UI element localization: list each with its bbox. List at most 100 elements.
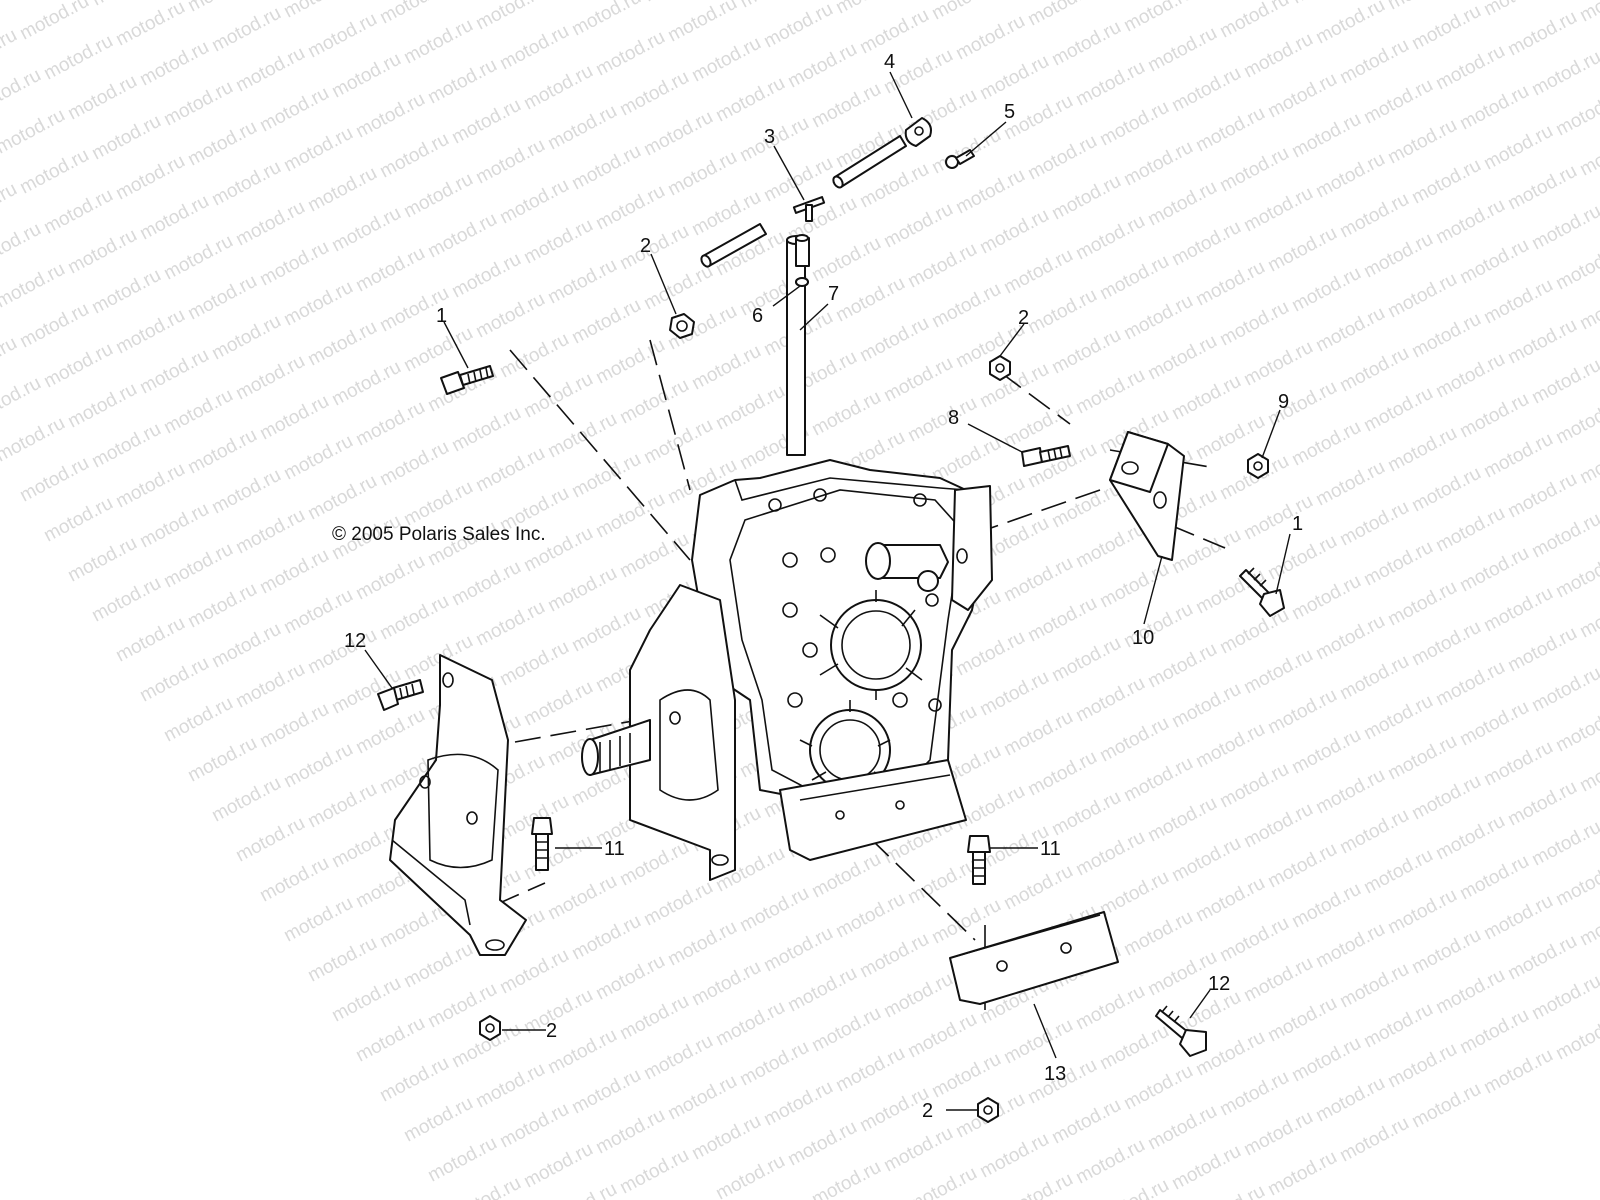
watermark-text: motod.ru [1192, 1181, 1268, 1200]
callout-2-bottom: 2 [922, 1100, 933, 1122]
watermark-text: motod.ru [1576, 589, 1600, 643]
watermark-text: motod.ru [1072, 211, 1148, 265]
watermark-text: motod.ru [1384, 885, 1460, 939]
watermark-text: motod.ru [112, 305, 188, 359]
watermark-text: motod.ru [1144, 177, 1220, 231]
watermark-text: motod.ru [496, 175, 572, 229]
watermark-text: motod.ru [1552, 549, 1600, 603]
watermark-text: motod.ru [1504, 315, 1580, 369]
watermark-text: motod.ru [64, 225, 140, 279]
watermark-text: motod.ru [16, 145, 92, 199]
bolt-part-11-left [531, 817, 553, 871]
clip-part-4 [904, 117, 932, 147]
watermark-text: motod.ru [88, 111, 164, 165]
left-mount-bracket [389, 654, 527, 956]
watermark-text: motod.ru [64, 533, 140, 587]
watermark-text: motod.ru [1168, 525, 1244, 579]
watermark-text: motod.ru [976, 1129, 1052, 1183]
watermark-text: motod.ru [1480, 583, 1556, 637]
shaft-part-7 [786, 235, 806, 456]
watermark-text: motod.ru [1216, 605, 1292, 659]
copyright-notice: © 2005 Polaris Sales Inc. [332, 524, 546, 545]
watermark-text: motod.ru [1216, 759, 1292, 813]
watermark-text: motod.ru [1264, 69, 1340, 123]
watermark-text: motod.ru [952, 11, 1028, 65]
watermark-text: motod.ru [40, 185, 116, 239]
watermark-text: motod.ru [1432, 503, 1508, 557]
watermark-text: motod.ru [1240, 337, 1316, 391]
watermark-text: motod.ru [1312, 0, 1388, 48]
watermark-text: motod.ru [1480, 737, 1556, 791]
watermark-text: motod.ru [1336, 959, 1412, 1013]
watermark-text: motod.ru [1456, 697, 1532, 751]
watermark-text: motod.ru [400, 323, 476, 377]
watermark-text: motod.ru [1528, 201, 1600, 255]
watermark-text: motod.ru [232, 813, 308, 867]
gearcase-lower-tray [779, 759, 967, 861]
watermark-text: motod.ru [928, 1049, 1004, 1103]
watermark-text: motod.ru [184, 117, 260, 171]
watermark-text: motod.ru [1144, 793, 1220, 847]
watermark-text: motod.ru [976, 359, 1052, 413]
watermark-text: motod.ru [1264, 839, 1340, 893]
watermark-text: motod.ru [880, 969, 956, 1023]
watermark-text: motod.ru [280, 123, 356, 177]
watermark-text: motod.ru [904, 1163, 980, 1200]
watermark-text: motod.ru [520, 369, 596, 423]
watermark-text: motod.ru [1408, 925, 1484, 979]
watermark-text: motod.ru [904, 393, 980, 447]
watermark-text: motod.ru [136, 653, 212, 707]
gearcase-front-bracket [581, 584, 736, 881]
watermark-text: motod.ru [136, 37, 212, 91]
watermark-text: motod.ru [664, 147, 740, 201]
watermark-text: motod.ru [376, 0, 452, 28]
watermark-text: motod.ru [352, 705, 428, 759]
watermark-text: motod.ru [304, 163, 380, 217]
watermark-text: motod.ru [16, 299, 92, 353]
watermark-text: motod.ru [400, 169, 476, 223]
watermark-text: motod.ru [1528, 355, 1600, 409]
watermark-text: motod.ru [616, 837, 692, 891]
watermark-text: motod.ru [472, 135, 548, 189]
watermark-text: motod.ru [928, 895, 1004, 949]
watermark-text: motod.ru [1216, 1067, 1292, 1121]
watermark-text: motod.ru [1000, 861, 1076, 915]
watermark-text: motod.ru [1456, 81, 1532, 135]
watermark-text: motod.ru [1480, 1045, 1556, 1099]
watermark-text: motod.ru [592, 1105, 668, 1159]
watermark-text: motod.ru [328, 357, 404, 411]
watermark-text: motod.ru [1360, 383, 1436, 437]
watermark-text: motod.ru [640, 415, 716, 469]
watermark-text: motod.ru [1552, 857, 1600, 911]
watermark-text: motod.ru [784, 963, 860, 1017]
watermark-text: motod.ru [400, 939, 476, 993]
watermark-text: motod.ru [1216, 297, 1292, 351]
watermark-text: motod.ru [400, 15, 476, 69]
watermark-text: motod.ru [304, 317, 380, 371]
watermark-text: motod.ru [1168, 1141, 1244, 1195]
callout-13: 13 [1044, 1063, 1066, 1085]
watermark-text: motod.ru [1120, 0, 1196, 36]
watermark-text: motod.ru [1072, 981, 1148, 1035]
tee-fitting-part-3 [792, 196, 826, 222]
watermark-text: motod.ru [664, 1071, 740, 1125]
watermark-text: motod.ru [712, 997, 788, 1051]
watermark-text: motod.ru [1096, 97, 1172, 151]
watermark-text: motod.ru [1024, 747, 1100, 801]
watermark-text: motod.ru [880, 199, 956, 253]
watermark-text: motod.ru [1264, 531, 1340, 585]
watermark-text: motod.ru [1096, 867, 1172, 921]
watermark-text: motod.ru [640, 107, 716, 161]
watermark-text: motod.ru [1552, 87, 1600, 141]
watermark-text: motod.ru [1216, 143, 1292, 197]
watermark-text: motod.ru [184, 579, 260, 633]
watermark-text: motod.ru [280, 431, 356, 485]
watermark-text: motod.ru [1408, 771, 1484, 825]
watermark-text: motod.ru [1576, 127, 1600, 181]
watermark-text: motod.ru [0, 105, 69, 159]
watermark-text: motod.ru [904, 855, 980, 909]
watermark-text: motod.ru [1264, 685, 1340, 739]
watermark-text: motod.ru [1576, 281, 1600, 335]
watermark-text: motod.ru [160, 385, 236, 439]
watermark-text: motod.ru [400, 1093, 476, 1147]
